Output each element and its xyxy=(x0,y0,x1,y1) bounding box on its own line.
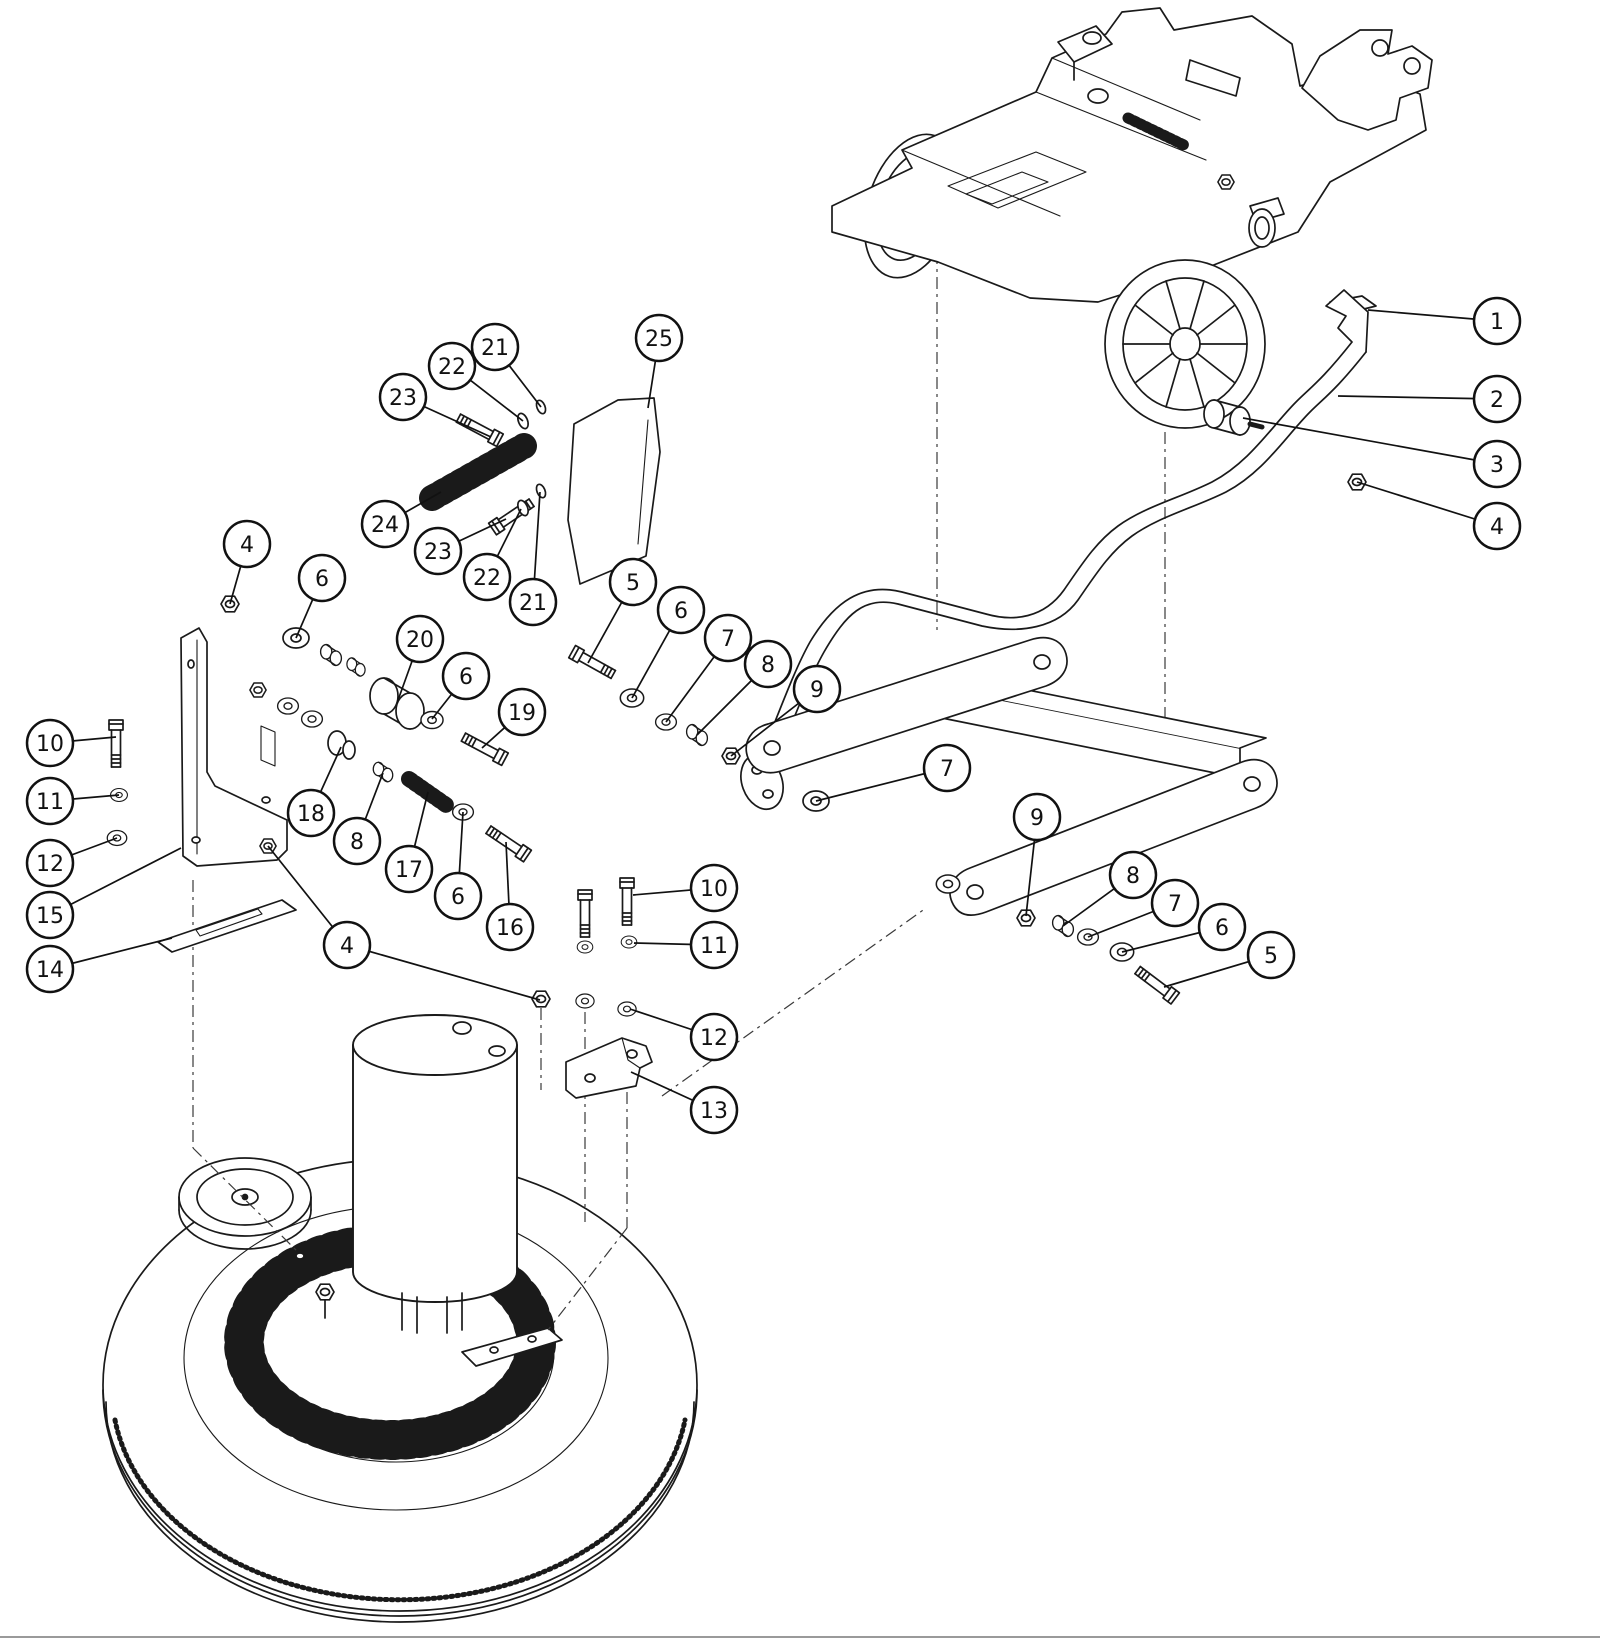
callout-number: 4 xyxy=(240,533,254,558)
callout-12: 12 xyxy=(629,1008,739,1062)
callout-number: 10 xyxy=(36,732,64,757)
callout-number: 8 xyxy=(1126,864,1140,889)
callout-number: 13 xyxy=(700,1099,728,1124)
callout-7: 7 xyxy=(1087,878,1200,938)
callout-number: 12 xyxy=(36,852,64,877)
callout-number: 14 xyxy=(36,958,64,983)
callout-8: 8 xyxy=(696,639,793,736)
callout-layer: 1234252122232423222146205678961910111215… xyxy=(25,296,1522,1135)
callout-number: 19 xyxy=(508,701,536,726)
callout-15: 15 xyxy=(25,847,182,940)
callout-number: 7 xyxy=(721,627,735,652)
callout-number: 7 xyxy=(1168,892,1182,917)
callout-17: 17 xyxy=(384,791,434,894)
callout-number: 6 xyxy=(1215,916,1229,941)
callout-number: 15 xyxy=(36,904,64,929)
callout-12: 12 xyxy=(25,837,118,888)
callout-6: 6 xyxy=(431,651,491,720)
callout-number: 22 xyxy=(473,566,501,591)
handle-lever xyxy=(740,289,1369,811)
callout-number: 20 xyxy=(406,628,434,653)
callout-number: 7 xyxy=(940,757,954,782)
callout-20: 20 xyxy=(395,614,445,704)
callout-number: 24 xyxy=(371,513,399,538)
callout-5: 5 xyxy=(587,557,658,664)
callout-10: 10 xyxy=(632,863,739,913)
construction-lines xyxy=(192,252,1166,1331)
callout-8: 8 xyxy=(1062,850,1158,927)
callout-6: 6 xyxy=(295,553,347,639)
callout-9: 9 xyxy=(730,664,842,757)
callout-19: 19 xyxy=(481,687,547,749)
callout-number: 1 xyxy=(1490,310,1504,335)
callout-number: 6 xyxy=(451,885,465,910)
callout-14: 14 xyxy=(25,937,173,994)
callout-8: 8 xyxy=(332,772,384,866)
callout-4: 4 xyxy=(222,519,272,605)
callout-number: 3 xyxy=(1490,453,1504,478)
callout-1: 1 xyxy=(1367,296,1522,346)
callout-18: 18 xyxy=(286,746,342,838)
callout-number: 16 xyxy=(496,916,524,941)
callout-number: 5 xyxy=(626,571,640,596)
callout-10: 10 xyxy=(25,718,117,768)
callout-number: 18 xyxy=(297,802,325,827)
callout-11: 11 xyxy=(25,776,120,826)
callout-number: 11 xyxy=(36,790,64,815)
callout-number: 17 xyxy=(395,858,423,883)
callout-25: 25 xyxy=(634,313,684,409)
bracket-hardware-group xyxy=(106,595,533,953)
callout-11: 11 xyxy=(633,920,739,970)
callout-6: 6 xyxy=(1121,902,1247,953)
callout-number: 21 xyxy=(481,336,509,361)
brush-deck-base xyxy=(102,1157,698,1623)
callout-number: 22 xyxy=(438,355,466,380)
callout-number: 6 xyxy=(315,567,329,592)
callout-6: 6 xyxy=(631,585,706,699)
callout-16: 16 xyxy=(485,841,535,952)
callout-22: 22 xyxy=(462,508,522,602)
callout-23: 23 xyxy=(378,372,492,438)
callout-number: 9 xyxy=(1030,806,1044,831)
callout-7: 7 xyxy=(815,743,972,802)
callout-number: 2 xyxy=(1490,388,1504,413)
callout-number: 4 xyxy=(340,934,354,959)
callout-number: 6 xyxy=(459,665,473,690)
callout-number: 4 xyxy=(1490,515,1504,540)
callout-3: 3 xyxy=(1242,417,1522,489)
callout-21: 21 xyxy=(508,491,558,627)
callout-number: 23 xyxy=(389,386,417,411)
callout-5: 5 xyxy=(1163,930,1296,988)
motor-assembly xyxy=(352,1014,518,1334)
callout-number: 25 xyxy=(645,327,673,352)
callout-number: 8 xyxy=(761,653,775,678)
callout-7: 7 xyxy=(665,613,753,723)
chassis-assembly xyxy=(831,7,1433,491)
callout-13: 13 xyxy=(630,1071,739,1135)
callout-6: 6 xyxy=(433,811,483,921)
callout-9: 9 xyxy=(1012,792,1062,917)
callout-4: 4 xyxy=(1356,481,1522,551)
callout-number: 11 xyxy=(700,934,728,959)
callout-number: 5 xyxy=(1264,944,1278,969)
callout-2: 2 xyxy=(1337,374,1522,424)
callout-23: 23 xyxy=(413,518,507,576)
callout-4: 4 xyxy=(267,845,541,1001)
callout-22: 22 xyxy=(427,341,524,422)
callout-number: 10 xyxy=(700,877,728,902)
mount-bracket-hardware xyxy=(531,877,653,1099)
lift-arm-assembly xyxy=(567,636,1278,1005)
callout-24: 24 xyxy=(360,491,442,549)
callout-number: 9 xyxy=(810,678,824,703)
callout-number: 23 xyxy=(424,540,452,565)
callout-number: 6 xyxy=(674,599,688,624)
callout-number: 21 xyxy=(519,591,547,616)
callout-number: 8 xyxy=(350,830,364,855)
callout-21: 21 xyxy=(470,322,542,408)
callout-number: 12 xyxy=(700,1026,728,1051)
